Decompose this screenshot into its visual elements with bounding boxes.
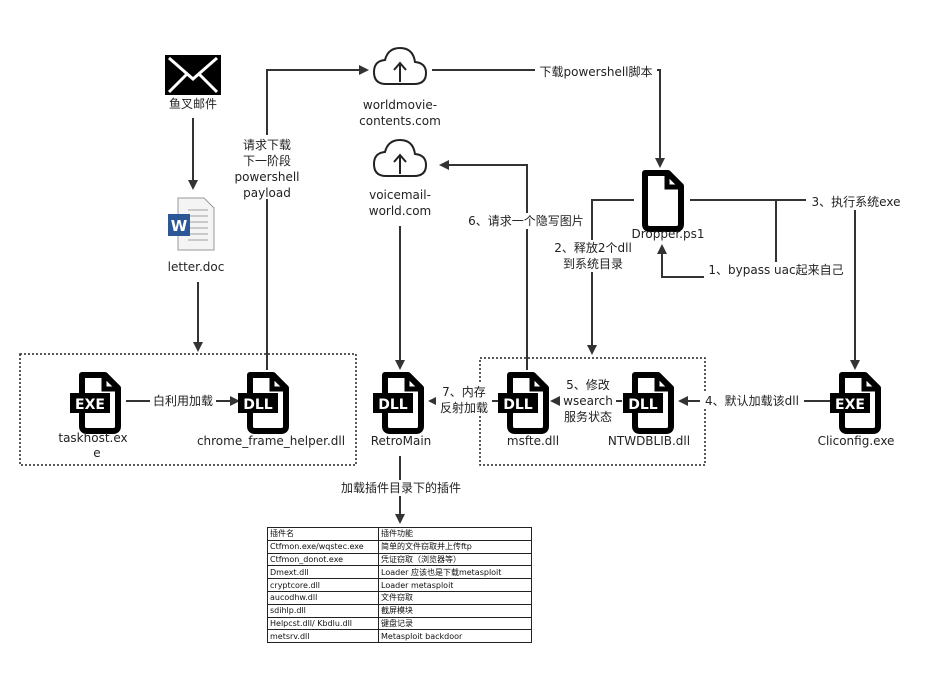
- edge-step2: [587, 199, 634, 355]
- worldmovie-label: worldmovie-: [363, 98, 437, 112]
- edge-step6: [439, 160, 528, 370]
- plugin-name-cell: aucodhw.dll: [267, 590, 379, 605]
- label-step5-1: 5、修改: [566, 377, 610, 392]
- plugin-function-cell: 文件窃取: [378, 590, 532, 605]
- voicemail-label-2: world.com: [369, 204, 431, 218]
- svg-text:DLL: DLL: [378, 397, 408, 413]
- mail-label: 鱼叉邮件: [169, 97, 217, 111]
- dll-file-icon: DLL: [238, 375, 286, 431]
- dll-file-icon: DLL: [623, 375, 671, 431]
- label-step2-1: 2、释放2个dll: [554, 240, 632, 255]
- retromain-label: RetroMain: [371, 434, 432, 448]
- script-file-icon: [645, 173, 681, 229]
- label-step7-1: 7、内存: [442, 385, 486, 399]
- plugin-function-cell: 键盘记录: [378, 616, 532, 631]
- group-box-system-dlls: [479, 357, 706, 466]
- word-doc-icon: W: [168, 197, 215, 251]
- header-plugin-name: 插件名: [267, 527, 379, 541]
- plugin-name-cell: metsrv.dll: [267, 629, 379, 644]
- label-step7-2: 反射加载: [440, 400, 488, 415]
- plugin-name-cell: Dmext.dll: [267, 565, 379, 580]
- plugin-name-cell: sdihlp.dll: [267, 603, 379, 618]
- ntwdblib-label: NTWDBLIB.dll: [608, 434, 690, 448]
- chrome-label: chrome_frame_helper.dll: [197, 434, 345, 448]
- header-plugin-function: 插件功能: [378, 527, 532, 541]
- label-whitelist-load: 白利用加载: [153, 393, 213, 408]
- label-step5-2: wsearch: [563, 394, 613, 408]
- cliconfig-label: Cliconfig.exe: [818, 434, 895, 448]
- taskhost-label: taskhost.ex: [58, 431, 127, 445]
- plugin-function-cell: 截屏模块: [378, 603, 532, 618]
- plugin-function-cell: Loader 应该也是下载metasploit: [378, 565, 532, 580]
- label-request-1: 请求下载: [243, 138, 291, 152]
- label-step5-3: 服务状态: [564, 409, 612, 424]
- plugin-name-cell: Ctfmon_donot.exe: [267, 552, 379, 567]
- exe-file-icon: EXE: [830, 375, 878, 431]
- plugin-name-cell: Ctfmon.exe/wqstec.exe: [267, 539, 379, 554]
- label-request-4: payload: [243, 186, 291, 200]
- worldmovie-label-2: contents.com: [359, 114, 441, 128]
- exe-file-icon: EXE: [70, 375, 118, 431]
- letter-label: letter.doc: [168, 260, 225, 274]
- plugin-function-cell: Metasploit backdoor: [378, 629, 532, 644]
- voicemail-label: voicemail-: [369, 188, 431, 202]
- label-load-plugins: 加载插件目录下的插件: [341, 480, 461, 495]
- svg-text:DLL: DLL: [243, 397, 273, 413]
- dropper-label: Dropper.ps1: [631, 227, 704, 241]
- label-step1: 1、bypass uac起来自己: [708, 263, 843, 277]
- dll-file-icon: DLL: [373, 375, 421, 431]
- msfte-label: msfte.dll: [507, 434, 559, 448]
- edge-step3: [690, 199, 860, 370]
- svg-text:DLL: DLL: [628, 397, 658, 413]
- plugin-function-cell: 简单的文件窃取并上传ftp: [378, 539, 532, 554]
- label-request-2: 下一阶段: [243, 153, 291, 168]
- table-header-row: 插件名 插件功能: [267, 527, 532, 541]
- svg-text:EXE: EXE: [75, 397, 105, 413]
- label-step6: 6、请求一个隐写图片: [468, 214, 584, 228]
- label-step4: 4、默认加载该dll: [705, 393, 799, 408]
- label-step3: 3、执行系统exe: [812, 195, 901, 209]
- cloud-upload-icon: [373, 139, 427, 177]
- label-request-3: powershell: [235, 170, 300, 184]
- edge-download-ps: [432, 69, 665, 168]
- plugin-function-cell: 凭证窃取（浏览器等）: [378, 552, 532, 567]
- label-download-ps: 下载powershell脚本: [540, 64, 653, 79]
- group-box-initial: [19, 353, 357, 466]
- plugin-name-cell: Helpcst.dll/ Kbdlu.dll: [267, 616, 379, 631]
- svg-text:EXE: EXE: [835, 397, 865, 413]
- plugin-name-cell: cryptcore.dll: [267, 578, 379, 592]
- edge-request-payload: [266, 65, 369, 370]
- mail-icon: [165, 55, 221, 95]
- plugin-function-cell: Loader metasploit: [378, 578, 532, 592]
- cloud-upload-icon: [373, 47, 427, 85]
- dll-file-icon: DLL: [498, 375, 546, 431]
- taskhost-label-wrap: e: [93, 446, 100, 460]
- svg-text:DLL: DLL: [503, 397, 533, 413]
- svg-text:W: W: [171, 217, 188, 235]
- label-step2-2: 到系统目录: [563, 257, 623, 271]
